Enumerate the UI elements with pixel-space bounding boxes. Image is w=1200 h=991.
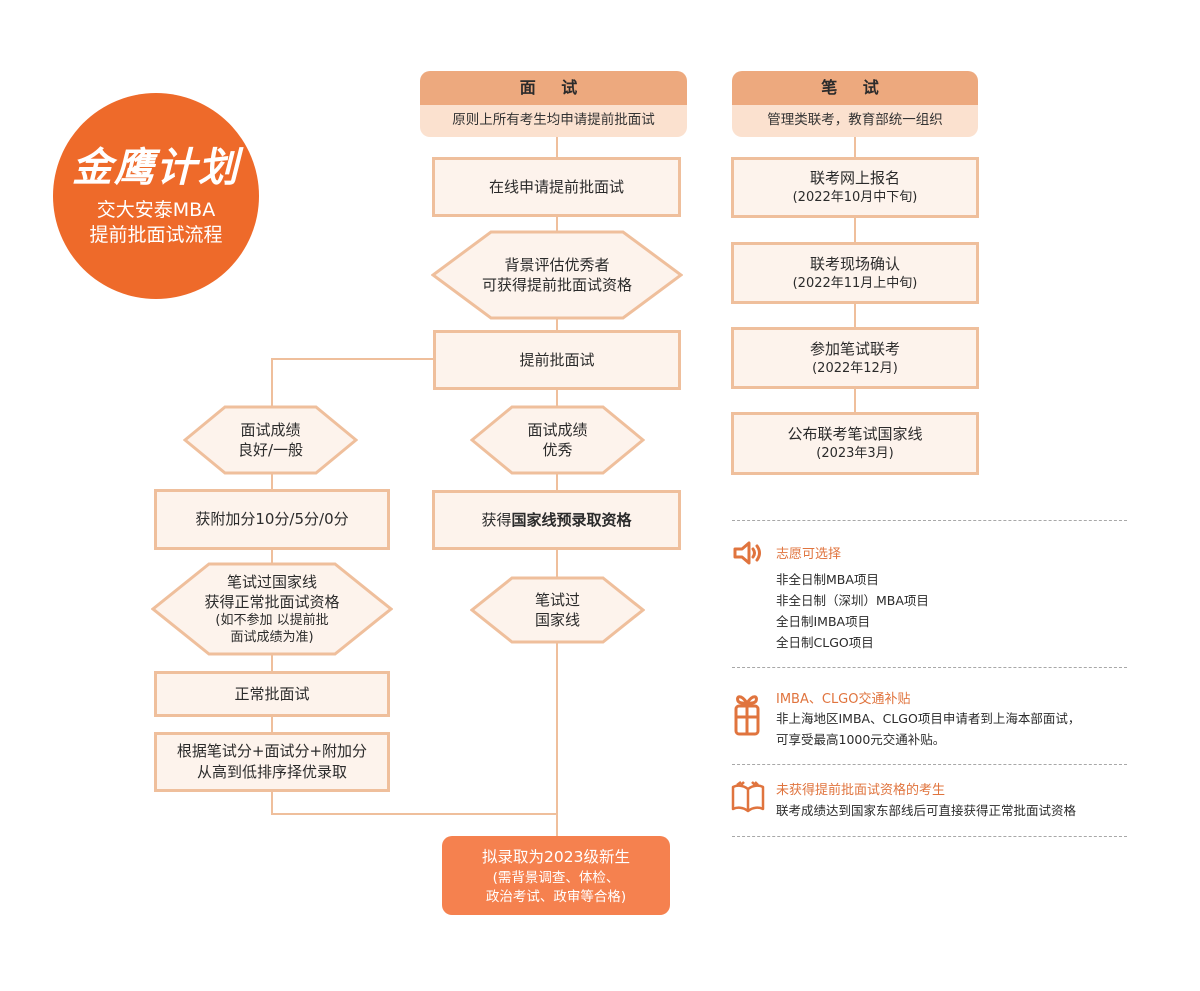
hexagon-shape [470, 576, 645, 644]
decision-line-2: 国家线 [534, 611, 580, 629]
logo-subtitle-2: 提前批面试流程 [89, 224, 223, 246]
speaker-icon [732, 540, 766, 566]
subsidy-line: 可享受最高1000元交通补贴。 [776, 732, 946, 747]
choice-item: 非全日制（深圳）MBA项目 [776, 593, 929, 608]
note-title-no-early: 未获得提前批面试资格的考生 [776, 783, 946, 798]
online-apply-step: 在线申请提前批面试 [432, 157, 681, 217]
normal-interview-qualification-decision: 笔试过国家线 获得正常批面试资格 (如不参加 以提前批 面试成绩为准) [151, 562, 393, 656]
step-label: 在线申请提前批面试 [488, 177, 624, 196]
step-label: 获附加分10分/5分/0分 [195, 510, 349, 528]
written-exam-header: 笔 试 管理类联考，教育部统一组织 [732, 71, 978, 137]
note-no-early-text: 联考成绩达到国家东部线后可直接获得正常批面试资格 [776, 800, 1076, 821]
pass-national-line-decision: 笔试过 国家线 [470, 576, 645, 644]
note-choices-list: 非全日制MBA项目 非全日制（深圳）MBA项目 全日制IMBA项目 全日制CLG… [776, 569, 929, 653]
hexagon-shape [151, 562, 393, 656]
step-title: 联考网上报名 [809, 169, 900, 187]
step-title: 参加笔试联考 [809, 339, 900, 358]
decision-line-2: 获得正常批面试资格 [204, 593, 340, 611]
choice-item: 非全日制MBA项目 [776, 572, 879, 587]
normal-interview-step: 正常批面试 [154, 671, 390, 717]
decision-line-2: 可获得提前批面试资格 [481, 276, 632, 294]
decision-line-1: 面试成绩 [527, 421, 588, 439]
final-line-3: 政治考试、政审等合格) [485, 888, 627, 905]
written-step-confirmation: 联考现场确认 (2022年11月上中旬) [731, 242, 979, 304]
logo-title: 金鹰计划 [72, 144, 240, 191]
subsidy-line: 非上海地区IMBA、CLGO项目申请者到上海本部面试， [776, 711, 1081, 726]
decision-note-1: (如不参加 以提前批 [215, 613, 329, 628]
gift-icon [733, 690, 761, 738]
pre-admission-result: 获得国家线预录取资格 [432, 490, 681, 550]
written-header-subtitle: 管理类联考，教育部统一组织 [732, 105, 978, 137]
hexagon-shape [431, 230, 683, 320]
written-header-title: 笔 试 [732, 71, 978, 105]
written-step-national-line: 公布联考笔试国家线 (2023年3月) [731, 412, 979, 475]
step-title: 公布联考笔试国家线 [787, 425, 923, 443]
step-date: (2022年12月) [812, 360, 898, 376]
written-step-registration: 联考网上报名 (2022年10月中下旬) [731, 157, 979, 218]
written-step-exam: 参加笔试联考 (2022年12月) [731, 327, 979, 389]
early-interview-step: 提前批面试 [433, 330, 681, 390]
decision-note-2: 面试成绩为准) [230, 630, 314, 645]
result-prefix: 获得 [481, 510, 512, 529]
ranking-admission-step: 根据笔试分+面试分+附加分 从高到低排序择优录取 [154, 732, 390, 792]
hexagon-shape [470, 405, 645, 475]
step-title: 联考现场确认 [809, 254, 900, 273]
step-date: (2022年11月上中旬) [792, 275, 918, 291]
step-label: 提前批面试 [519, 350, 595, 369]
final-line-2: (需背景调查、体检、 [492, 869, 620, 886]
step-date: (2023年3月) [816, 446, 894, 461]
program-logo: 金鹰计划 交大安泰MBA 提前批面试流程 [53, 93, 259, 299]
step-label: 正常批面试 [234, 684, 310, 703]
final-admission-box: 拟录取为2023级新生 (需背景调查、体检、 政治考试、政审等合格) [442, 836, 670, 915]
divider [732, 667, 1127, 668]
decision-line-2: 良好/一般 [237, 441, 304, 459]
decision-line-1: 背景评估优秀者 [504, 256, 610, 274]
divider [732, 520, 1127, 521]
interview-header: 面 试 原则上所有考生均申请提前批面试 [420, 71, 687, 137]
good-score-decision: 面试成绩 良好/一般 [183, 405, 358, 475]
final-line-1: 拟录取为2023级新生 [482, 847, 630, 866]
divider [732, 836, 1127, 837]
note-title-choices: 志愿可选择 [776, 547, 842, 562]
background-eval-decision: 背景评估优秀者 可获得提前批面试资格 [431, 230, 683, 320]
decision-line-1: 笔试过国家线 [226, 573, 317, 591]
ranking-line-1: 根据笔试分+面试分+附加分 [176, 742, 368, 760]
hexagon-shape [183, 405, 358, 475]
step-date: (2022年10月中下旬) [792, 190, 918, 205]
result-bold: 国家线预录取资格 [511, 510, 632, 529]
divider [732, 764, 1127, 765]
note-subsidy-text: 非上海地区IMBA、CLGO项目申请者到上海本部面试， 可享受最高1000元交通… [776, 708, 1080, 750]
book-icon [731, 781, 765, 813]
decision-line-2: 优秀 [542, 441, 573, 459]
ranking-line-2: 从高到低排序择优录取 [196, 763, 347, 781]
interview-header-subtitle: 原则上所有考生均申请提前批面试 [420, 105, 687, 137]
no-early-line: 联考成绩达到国家东部线后可直接获得正常批面试资格 [776, 803, 1077, 818]
excellent-score-decision: 面试成绩 优秀 [470, 405, 645, 475]
decision-line-1: 笔试过 [534, 591, 580, 609]
decision-line-1: 面试成绩 [240, 421, 301, 439]
interview-header-title: 面 试 [420, 71, 687, 105]
bonus-points-step: 获附加分10分/5分/0分 [154, 489, 390, 550]
choice-item: 全日制CLGO项目 [776, 635, 874, 650]
note-title-subsidy: IMBA、CLGO交通补贴 [776, 692, 911, 707]
choice-item: 全日制IMBA项目 [776, 614, 871, 629]
logo-subtitle-1: 交大安泰MBA [96, 199, 216, 221]
